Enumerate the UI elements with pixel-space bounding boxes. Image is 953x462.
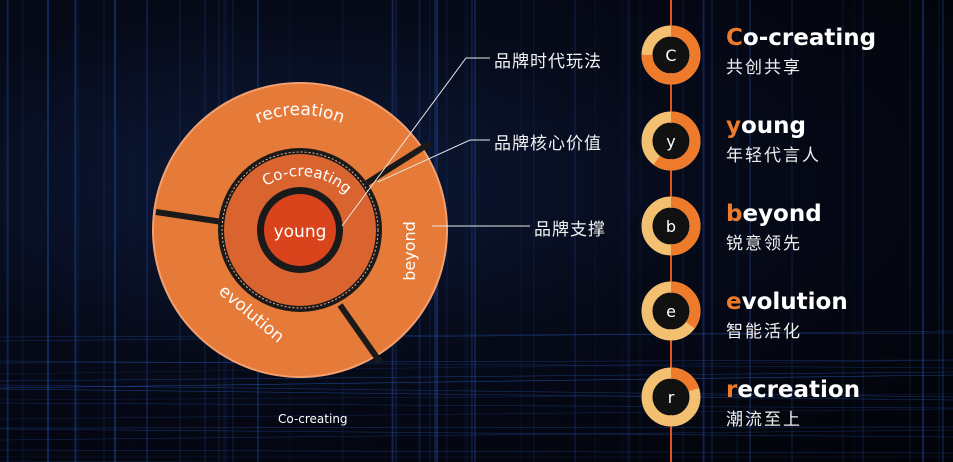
legend-ring-center [653,37,689,73]
bg-grid-line [0,374,953,389]
bg-grid-line [0,429,953,441]
legend-subtitle: 智能活化 [726,322,802,342]
bg-grid-line [0,359,953,364]
legend-ring-center [653,293,689,329]
legend-initial: C [726,25,743,51]
legend-item-evolution: evolution 智能活化 [726,289,848,342]
callout-core-value: 品牌核心价值 [494,134,602,154]
legend-ring-center [653,208,689,244]
leader-line [377,139,490,183]
legend-item-cocreating: Co-creating 共创共享 [726,25,876,78]
legend-word: o-creating [742,25,877,51]
bg-grid-line [0,384,953,398]
legend-initial: b [726,201,743,227]
legend-ring-fill [641,196,701,256]
legend-ring-fill [641,111,701,171]
bg-grid-line [0,408,953,420]
bg-grid-line [0,402,953,409]
legend-ring-fill [641,367,701,427]
legend-letter: r [668,388,675,407]
legend-item-young: young 年轻代言人 [726,113,821,166]
bg-grid-line [0,371,953,382]
callout-support: 品牌支撑 [534,220,606,240]
legend-word: ecreation [737,377,861,403]
outer-ring-label-beyond: beyond [400,221,419,281]
bg-grid-line [0,426,953,429]
middle-ring-ticks [221,151,379,309]
legend-ring-center [653,123,689,159]
bg-grid-line [0,332,953,338]
bg-grid-line [0,393,953,401]
core [264,194,336,266]
diagram-caption: Co-creating [278,412,348,426]
legend-ring-fill [641,25,701,85]
bg-grid-line [0,388,953,401]
bg-grid-line [0,330,953,342]
legend-subtitle: 共创共享 [726,58,802,78]
legend-word: eyond [742,201,822,227]
bg-grid-line [0,449,953,454]
legend-ring-fill [641,281,701,341]
bg-grid-line [0,360,953,369]
legend-letter: y [666,132,675,151]
legend-word: oung [741,113,807,139]
legend-initial: y [726,113,741,139]
legend-ring-center [653,379,689,415]
legend-subtitle: 年轻代言人 [726,146,821,166]
legend-letter: e [666,302,676,321]
legend-subtitle: 锐意领先 [726,234,802,254]
legend-word: volution [741,289,848,315]
legend-letter: b [666,217,676,236]
legend-item-recreation: recreation 潮流至上 [726,377,860,430]
core-label: young [274,222,327,242]
legend-initial: r [726,377,738,403]
legend-initial: e [726,289,742,315]
bg-grid-line [0,428,953,438]
ring-divider [365,140,432,186]
outer-ring-edge [152,82,448,378]
callout-era-play: 品牌时代玩法 [494,52,602,72]
leader-line [341,57,490,227]
legend-subtitle: 潮流至上 [726,410,802,430]
bg-grid-line [0,359,953,375]
legend-letter: C [665,46,676,65]
legend-item-beyond: beyond 锐意领先 [726,201,822,254]
ring-divider [337,303,383,364]
